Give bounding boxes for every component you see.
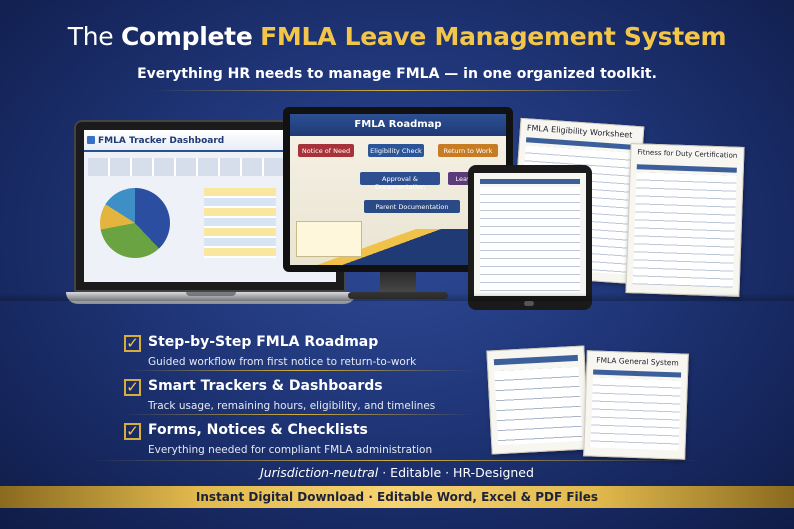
monitor-mockup: FMLA Roadmap Notice of Need Eligibility … [283,107,513,272]
feature-title: Smart Trackers & Dashboards [148,378,383,394]
page-subtitle: Everything HR needs to manage FMLA — in … [137,66,657,82]
fitness-certification-doc: Fitness for Duty Certification [625,143,745,297]
divider-top [150,90,644,91]
divider-bottom [90,460,704,461]
tagline-italic: Jurisdiction-neutral [260,465,379,480]
roadmap-box: Return to Work [438,144,498,157]
dashboard-title: FMLA Tracker Dashboard [84,130,336,152]
doc-band [480,179,580,184]
doc-band [593,369,682,378]
divider [124,414,474,415]
general-system-doc: FMLA General System [583,350,689,460]
pie-chart [100,188,170,258]
divider [124,370,474,371]
roadmap-title: FMLA Roadmap [290,114,506,136]
doc-lines [632,172,737,288]
feature-desc: Guided workflow from first notice to ret… [148,356,417,368]
page-title: The Complete FMLA Leave Management Syste… [0,22,794,51]
title-bold: Complete [120,22,253,51]
roadmap-box: Eligibility Check [368,144,424,157]
monitor-foot [348,292,448,299]
title-pre: The [67,22,114,51]
title-gold: FMLA Leave Management System [260,22,727,51]
download-banner: Instant Digital Download · Editable Word… [0,486,794,508]
doc-lines [494,366,583,446]
roadmap-box: Parent Documentation [364,200,460,213]
checkbox-icon: ✓ [124,423,141,440]
roadmap-note [296,221,362,257]
dashboard-grid [88,158,332,176]
doc-band [636,164,737,173]
tagline: Jurisdiction-neutral · Editable · HR-Des… [0,465,794,480]
roadmap-screen: FMLA Roadmap Notice of Need Eligibility … [290,114,506,265]
doc-title: Fitness for Duty Certification [637,148,738,160]
shelf-shadow [0,293,794,301]
checklist-doc [486,345,590,455]
feature-title: Forms, Notices & Checklists [148,422,368,438]
tablet-mockup [468,165,592,310]
checkbox-icon: ✓ [124,335,141,352]
tablet-screen [474,173,586,296]
tagline-rest: · Editable · HR-Designed [378,465,534,480]
feature-desc: Track usage, remaining hours, eligibilit… [148,400,436,412]
checkbox-icon: ✓ [124,379,141,396]
laptop-base [66,292,356,304]
dashboard-table [204,188,276,258]
feature-title: Step-by-Step FMLA Roadmap [148,334,379,350]
feature-desc: Everything needed for compliant FMLA adm… [148,444,433,456]
doc-title: FMLA General System [596,355,679,368]
doc-lines [590,377,681,451]
roadmap-box: Notice of Need [298,144,354,157]
doc-lines [480,187,580,292]
monitor-neck [380,272,416,294]
roadmap-box: Approval & Documentation [360,172,440,191]
doc-band [493,354,579,366]
